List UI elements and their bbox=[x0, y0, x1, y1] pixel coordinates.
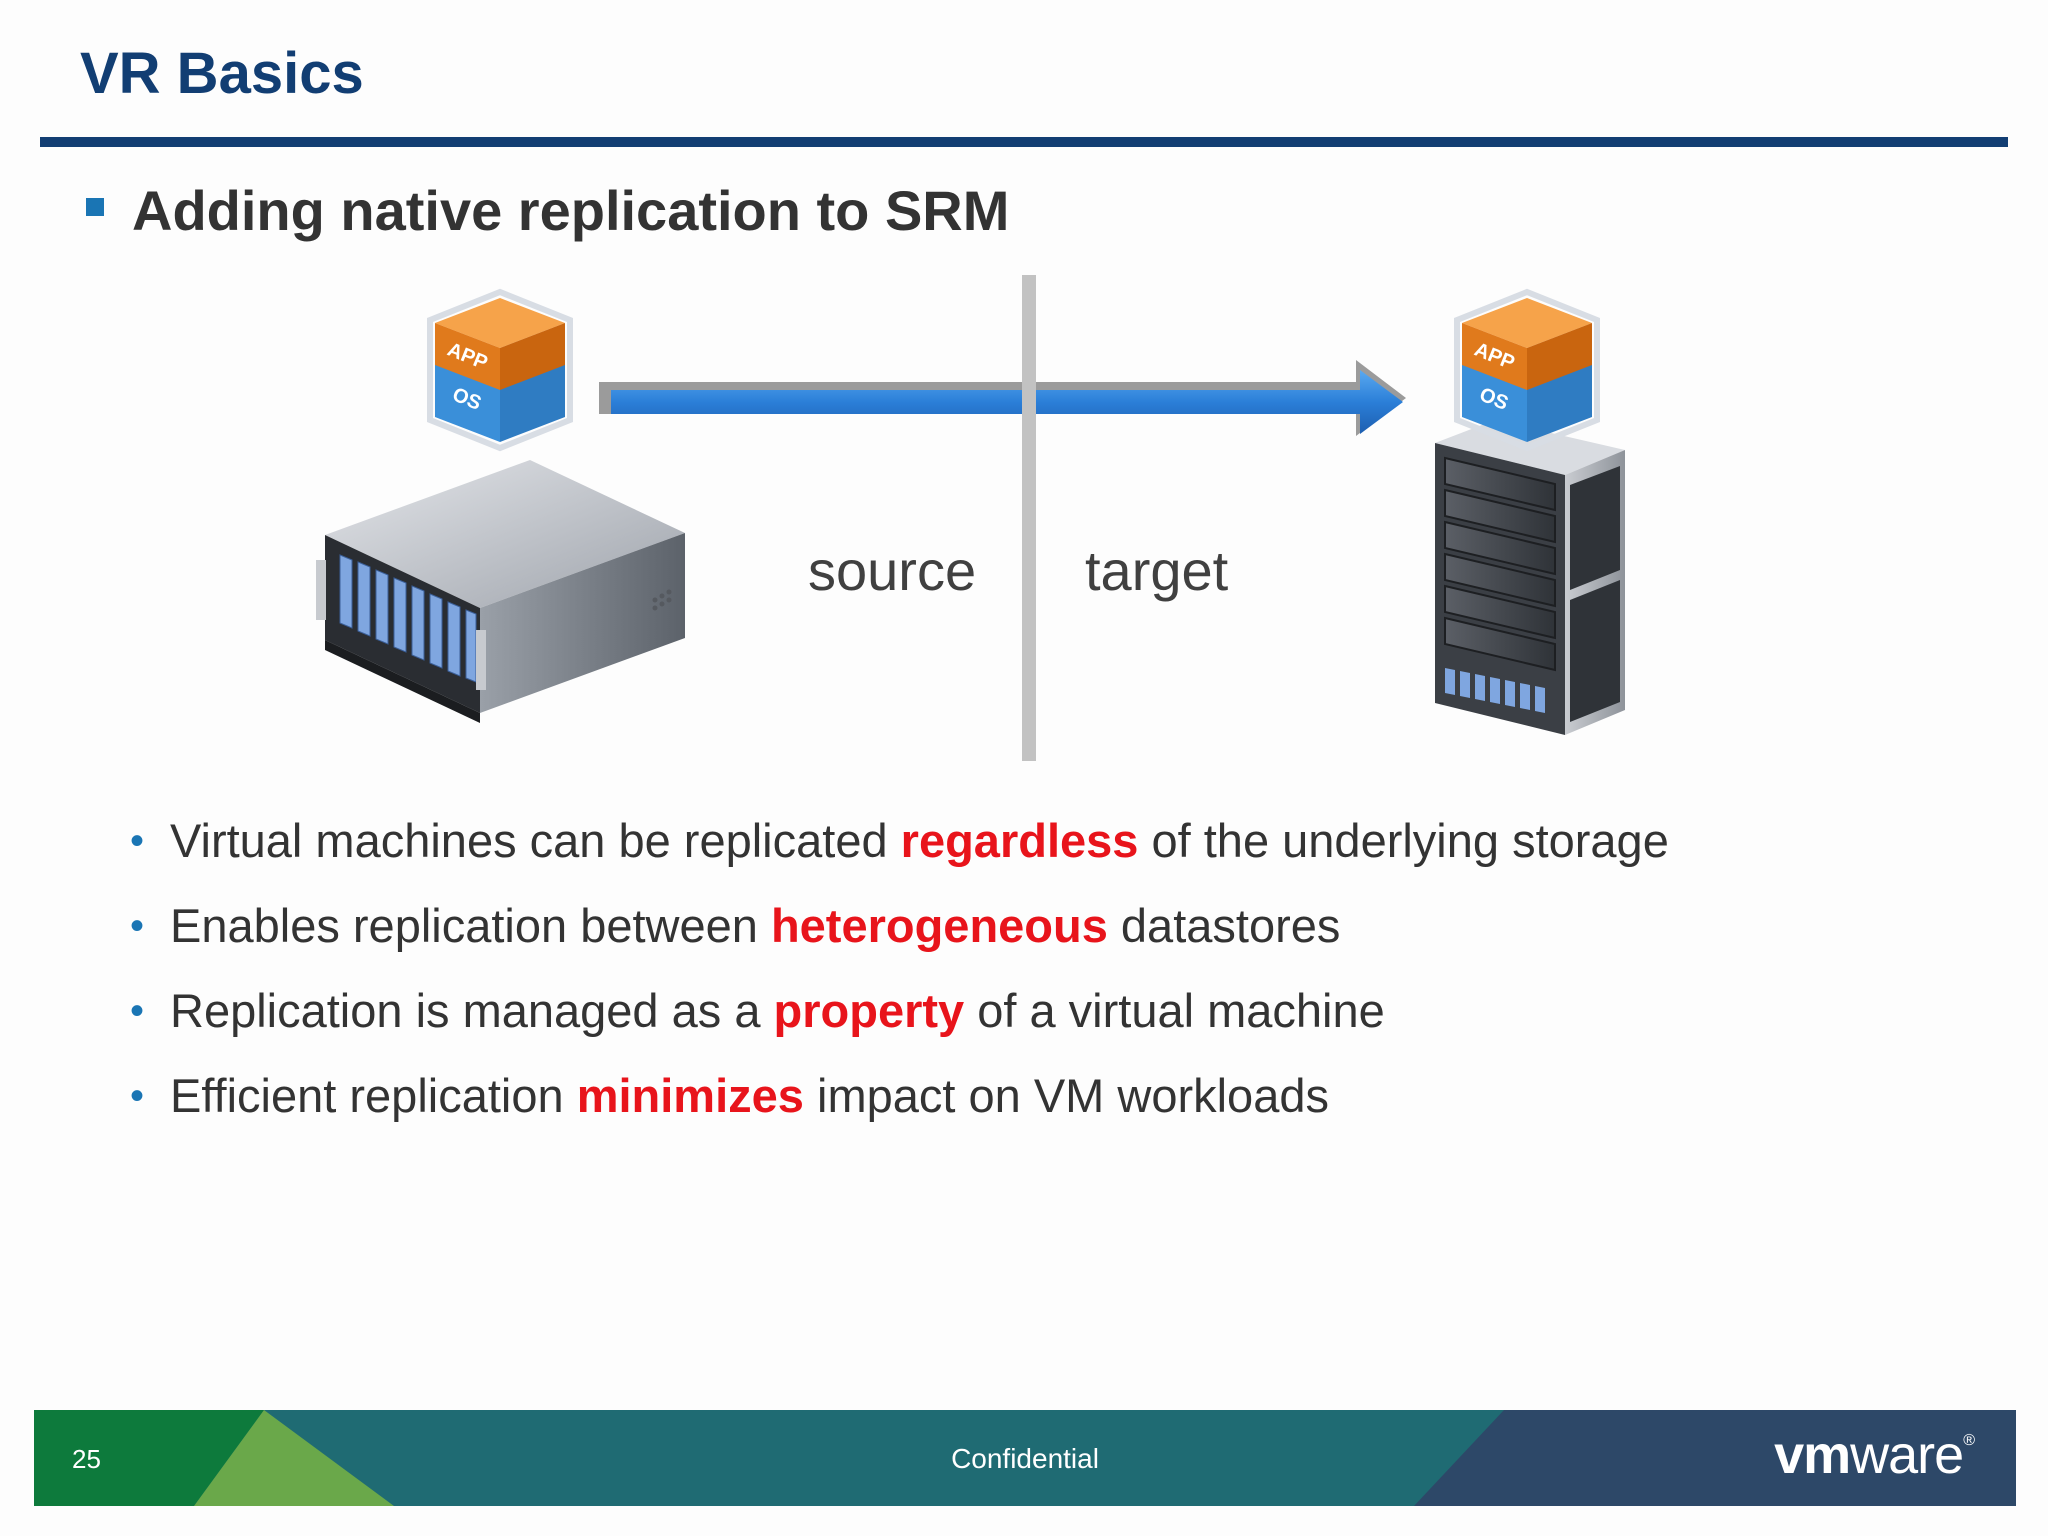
source-target-divider bbox=[1022, 275, 1036, 761]
bullet-highlight: property bbox=[773, 984, 965, 1037]
bullet-text: Virtual machines can be replicated bbox=[170, 814, 901, 867]
vmware-logo: vmware® bbox=[1774, 1425, 1975, 1485]
vm-cube-icon: APP OS bbox=[427, 288, 573, 452]
replication-arrow-icon bbox=[599, 360, 1406, 436]
source-label: source bbox=[808, 539, 977, 602]
bullet-text: impact on VM workloads bbox=[803, 1069, 1329, 1122]
bullet-item: • Virtual machines can be replicated reg… bbox=[130, 808, 1669, 893]
bullet-item: • Enables replication between heterogene… bbox=[130, 893, 1669, 978]
rack-server-icon bbox=[1435, 420, 1625, 735]
target-label: target bbox=[1085, 539, 1229, 602]
slide-subheading: Adding native replication to SRM bbox=[132, 179, 1010, 242]
page-number: 25 bbox=[72, 1444, 101, 1474]
bullet-text: Efficient replication bbox=[170, 1069, 577, 1122]
bullet-dot-icon: • bbox=[130, 904, 145, 948]
title-divider bbox=[40, 137, 2008, 147]
footer-bar: 25 Confidential vmware® bbox=[34, 1410, 2016, 1506]
bullet-dot-icon: • bbox=[130, 1074, 145, 1118]
replication-diagram: APP OS bbox=[300, 270, 1670, 770]
square-bullet-icon bbox=[86, 198, 104, 216]
bullet-highlight: regardless bbox=[900, 814, 1139, 867]
bullet-highlight: minimizes bbox=[576, 1069, 804, 1122]
bullet-text: of a virtual machine bbox=[964, 984, 1385, 1037]
bullet-text: of the underlying storage bbox=[1138, 814, 1669, 867]
bullet-dot-icon: • bbox=[130, 989, 145, 1033]
bullet-highlight: heterogeneous bbox=[770, 899, 1108, 952]
bullet-text: datastores bbox=[1107, 899, 1341, 952]
bullet-text: Replication is managed as a bbox=[170, 984, 774, 1037]
vm-cube-icon: APP OS bbox=[1454, 288, 1600, 452]
slide-title: VR Basics bbox=[80, 41, 364, 106]
bullet-item: • Replication is managed as a property o… bbox=[130, 978, 1669, 1063]
bullet-item: • Efficient replication minimizes impact… bbox=[130, 1063, 1669, 1148]
bullet-text: Enables replication between bbox=[170, 899, 771, 952]
confidential-label: Confidential bbox=[951, 1443, 1099, 1474]
bullet-list: • Virtual machines can be replicated reg… bbox=[130, 808, 1669, 1148]
storage-server-icon bbox=[316, 460, 685, 723]
bullet-dot-icon: • bbox=[130, 819, 145, 863]
